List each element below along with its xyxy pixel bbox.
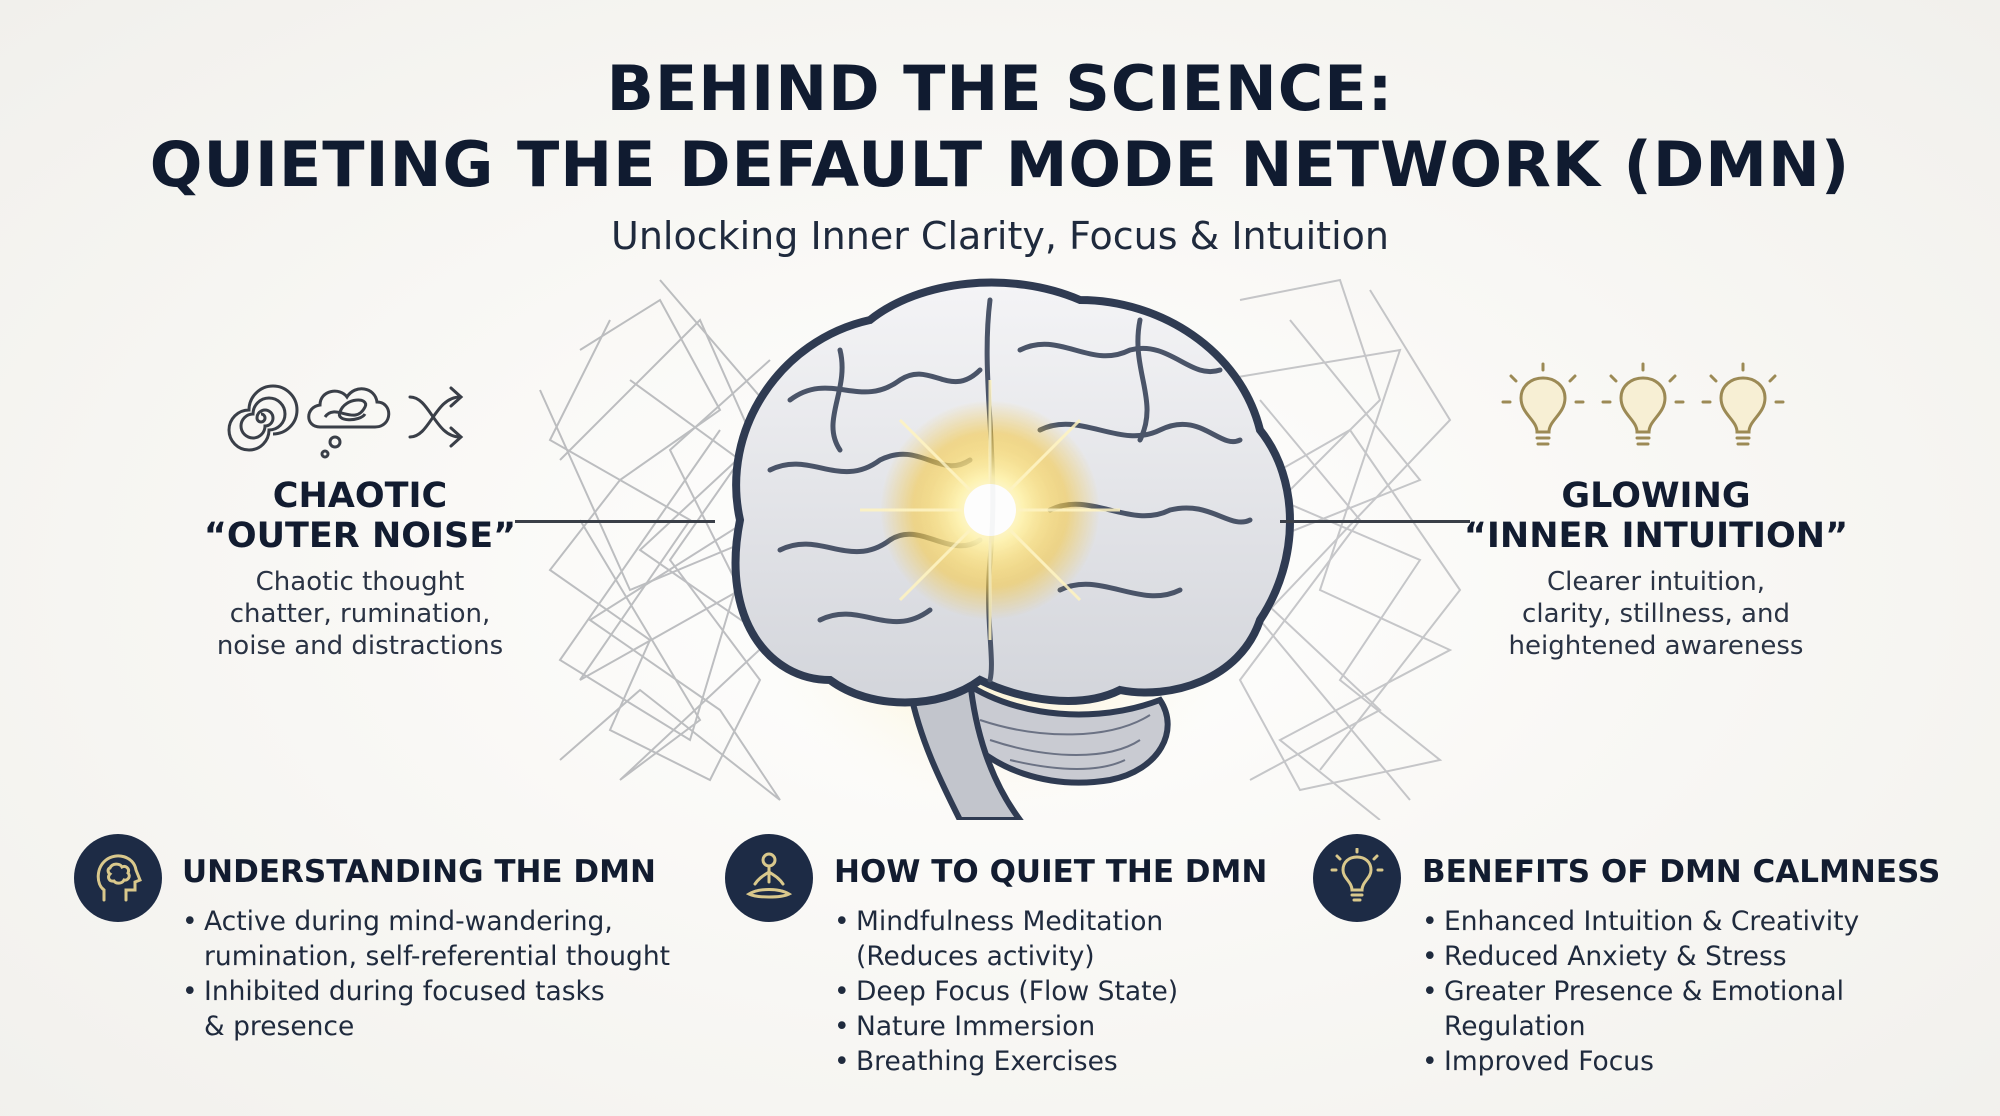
- lightbulb-icon: [1313, 834, 1401, 922]
- intuition-heading: GLOWING “INNER INTUITION”: [1446, 476, 1866, 556]
- head-brain-icon: [74, 834, 162, 922]
- list-item: Active during mind-wandering, rumination…: [182, 904, 670, 974]
- shuffle-arrows-icon: [408, 386, 464, 448]
- intuition-icons: [1495, 362, 1795, 466]
- section-list-understanding: Active during mind-wandering, rumination…: [182, 904, 670, 1044]
- list-item-line: Breathing Exercises: [856, 1046, 1118, 1077]
- list-item: Deep Focus (Flow State): [834, 974, 1178, 1009]
- lightbulb-icon: [1601, 362, 1685, 446]
- list-item: Enhanced Intuition & Creativity: [1422, 904, 1859, 939]
- lightbulb-icon: [1501, 362, 1585, 446]
- list-item-line: & presence: [204, 1011, 355, 1042]
- list-item-line: Improved Focus: [1444, 1046, 1654, 1077]
- section-title-understanding: UNDERSTANDING THE DMN: [182, 854, 656, 890]
- list-item-line: Regulation: [1444, 1011, 1586, 1042]
- page-subtitle: Unlocking Inner Clarity, Focus & Intuiti…: [611, 214, 1389, 258]
- noise-desc-line: noise and distractions: [216, 631, 504, 661]
- intuition-description: Clearer intuition, clarity, stillness, a…: [1446, 566, 1866, 662]
- noise-description: Chaotic thought chatter, rumination, noi…: [150, 566, 570, 662]
- noise-heading-line-2: “OUTER NOISE”: [203, 516, 517, 556]
- intuition-desc-line: heightened awareness: [1508, 631, 1804, 661]
- intuition-desc-line: Clearer intuition,: [1546, 567, 1766, 597]
- list-item: Breathing Exercises: [834, 1044, 1178, 1079]
- noise-desc-line: Chaotic thought: [255, 567, 465, 597]
- list-item: Nature Immersion: [834, 1009, 1178, 1044]
- right-connector-line: [1280, 520, 1470, 523]
- list-item-line: Reduced Anxiety & Stress: [1444, 941, 1787, 972]
- list-item-line: Nature Immersion: [856, 1011, 1096, 1042]
- list-item-line: rumination, self-referential thought: [204, 941, 671, 972]
- noise-desc-line: chatter, rumination,: [229, 599, 491, 629]
- list-item-line: Mindfulness Meditation: [856, 906, 1164, 937]
- list-item: Greater Presence & Emotional Regulation: [1422, 974, 1859, 1044]
- brain-illustration: [480, 260, 1480, 840]
- section-title-how-to-quiet: HOW TO QUIET THE DMN: [834, 854, 1268, 890]
- list-item-line: Greater Presence & Emotional: [1444, 976, 1844, 1007]
- tangled-thought-cloud-icon: [307, 387, 391, 459]
- intuition-heading-line-2: “INNER INTUITION”: [1463, 516, 1849, 556]
- intuition-heading-line-1: GLOWING: [1561, 476, 1751, 516]
- section-list-benefits: Enhanced Intuition & Creativity Reduced …: [1422, 904, 1859, 1079]
- list-item-line: Active during mind-wandering,: [204, 906, 613, 937]
- page-title-line-1: BEHIND THE SCIENCE:: [606, 52, 1394, 125]
- noise-heading: CHAOTIC “OUTER NOISE”: [150, 476, 570, 556]
- list-item: Mindfulness Meditation (Reduces activity…: [834, 904, 1178, 974]
- section-list-how-to-quiet: Mindfulness Meditation (Reduces activity…: [834, 904, 1178, 1079]
- glow-core: [860, 380, 1120, 640]
- section-title-benefits: BENEFITS OF DMN CALMNESS: [1422, 854, 1941, 890]
- noise-heading-line-1: CHAOTIC: [272, 476, 448, 516]
- noise-icons: [225, 372, 475, 466]
- list-item-line: Deep Focus (Flow State): [856, 976, 1179, 1007]
- intuition-desc-line: clarity, stillness, and: [1522, 599, 1790, 629]
- page-title-line-2: QUIETING THE DEFAULT MODE NETWORK (DMN): [149, 128, 1851, 201]
- list-item: Improved Focus: [1422, 1044, 1859, 1079]
- list-item-line: Inhibited during focused tasks: [204, 976, 605, 1007]
- brain-graphic: [480, 278, 1462, 840]
- meditation-icon: [725, 834, 813, 922]
- lightbulb-icon: [1701, 362, 1785, 446]
- list-item: Reduced Anxiety & Stress: [1422, 939, 1859, 974]
- list-item: Inhibited during focused tasks & presenc…: [182, 974, 670, 1044]
- spiral-icon: [227, 384, 299, 452]
- list-item-line: (Reduces activity): [856, 941, 1095, 972]
- list-item-line: Enhanced Intuition & Creativity: [1444, 906, 1860, 937]
- left-connector-line: [515, 520, 715, 523]
